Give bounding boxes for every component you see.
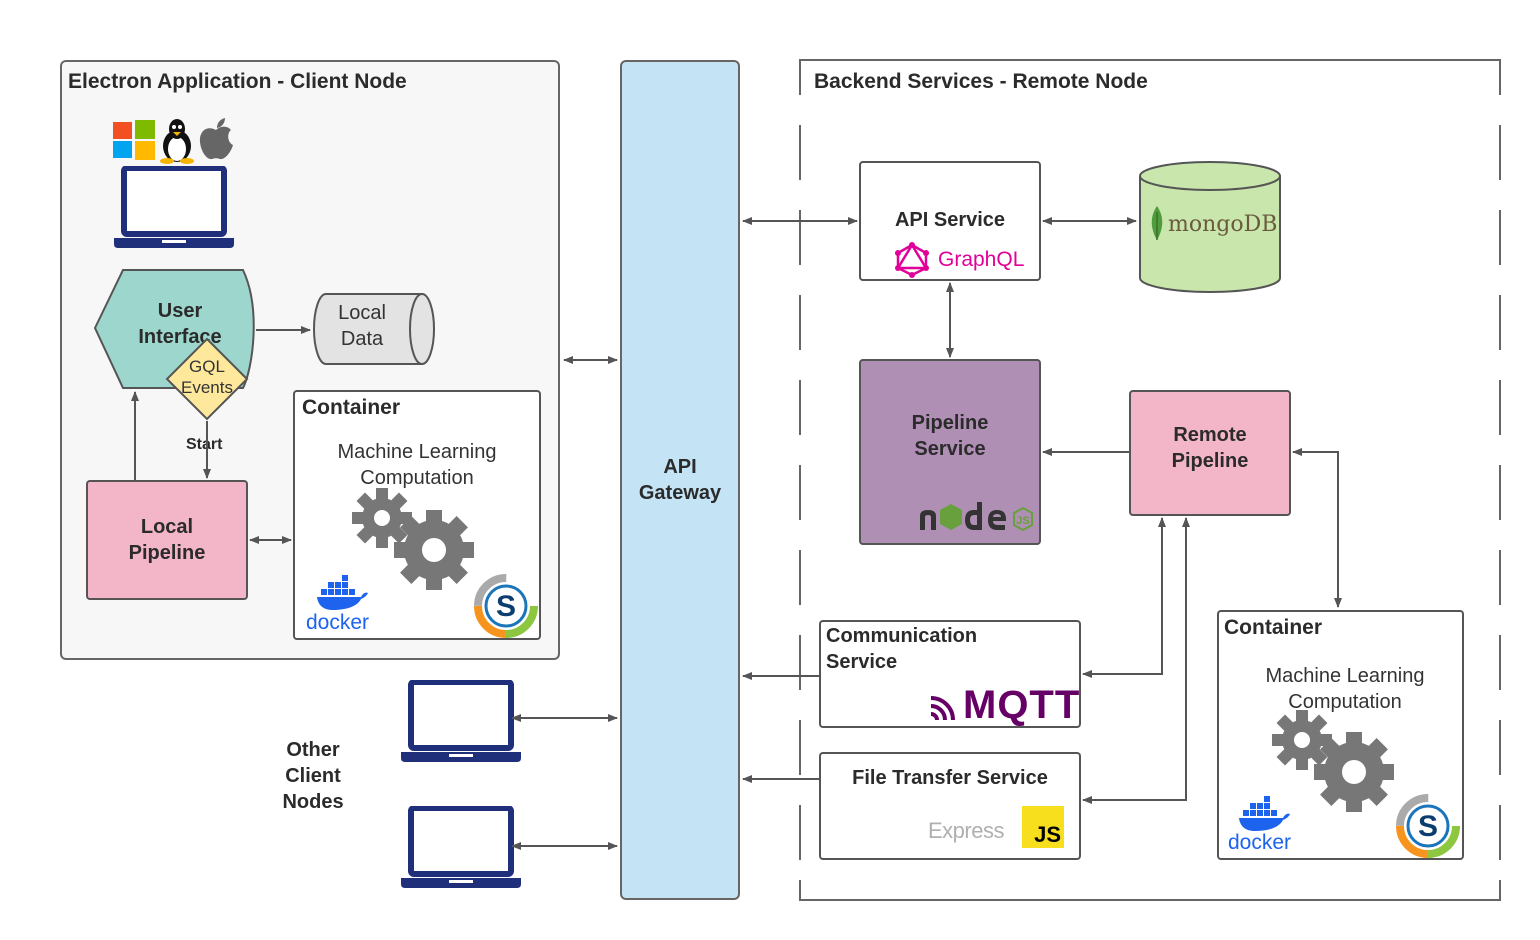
docker-label: docker (306, 611, 370, 634)
docker-icon (1239, 796, 1290, 831)
api-service-label: API Service (894, 209, 1006, 231)
backend-title: Backend Services - Remote Node (814, 70, 1148, 93)
api-gateway-label: API Gateway (638, 456, 722, 504)
gql-events-label: GQL Events (181, 357, 233, 397)
svg-text:JS: JS (1016, 515, 1029, 527)
mqtt-icon (930, 696, 955, 721)
gear-icon (352, 488, 474, 590)
js-icon-label: JS (1034, 822, 1061, 847)
user-interface-label: User Interface (138, 300, 222, 348)
backend-container-subtitle: Machine Learning Computation (1265, 665, 1425, 713)
local-data-cylinder[interactable] (312, 292, 436, 366)
windows-icon (113, 120, 155, 160)
linux-icon (160, 119, 194, 164)
backend-container-title: Container (1224, 616, 1323, 639)
file-transfer-service-label: File Transfer Service (852, 767, 1048, 789)
gear-icon (1272, 710, 1394, 812)
mongodb-cylinder[interactable] (1138, 160, 1282, 294)
arrow-remote-container (1292, 448, 1342, 608)
local-data-label: Local Data (338, 302, 386, 350)
express-icon: Express (928, 818, 1004, 843)
mongodb-leaf-icon (1151, 206, 1163, 240)
singularity-icon: S (474, 574, 538, 638)
other-client-nodes-label: Other Client Nodes (282, 739, 344, 813)
backend-panel-border (799, 59, 1501, 901)
singularity-letter: S (1418, 810, 1438, 843)
local-pipeline[interactable]: Local Pipeline (86, 480, 248, 600)
client-container-title: Container (302, 396, 401, 419)
mqtt-label: MQTT (963, 683, 1081, 727)
start-label: Start (186, 436, 223, 453)
js-icon: JS (1022, 806, 1064, 848)
communication-service-label: Communication Service (826, 625, 978, 673)
client-container-subtitle: Machine Learning Computation (337, 441, 497, 489)
mongodb-label: mongoDB (1168, 212, 1278, 237)
api-service[interactable] (859, 161, 1041, 281)
remote-pipeline[interactable]: Remote Pipeline (1129, 390, 1291, 516)
apple-icon (199, 118, 233, 160)
singularity-letter: S (496, 590, 516, 623)
remote-pipeline-label: Remote Pipeline (1171, 424, 1249, 472)
graphql-icon (895, 242, 929, 278)
local-pipeline-label: Local Pipeline (128, 516, 206, 564)
graphql-label: GraphQL (938, 248, 1025, 271)
docker-icon (317, 575, 368, 610)
arrow-comm-remote (1082, 517, 1166, 678)
nodejs-icon: JS (920, 502, 1033, 532)
client-node-title: Electron Application - Client Node (68, 70, 407, 93)
pipeline-service-label: Pipeline Service (911, 412, 989, 460)
singularity-icon: S (1396, 794, 1460, 858)
laptop-icon (114, 166, 234, 248)
gql-events-diamond[interactable] (165, 337, 249, 421)
arrow-file-remote (1082, 517, 1190, 804)
docker-label: docker (1228, 831, 1292, 854)
laptop-icon (401, 806, 521, 888)
api-gateway[interactable]: API Gateway (620, 60, 740, 900)
